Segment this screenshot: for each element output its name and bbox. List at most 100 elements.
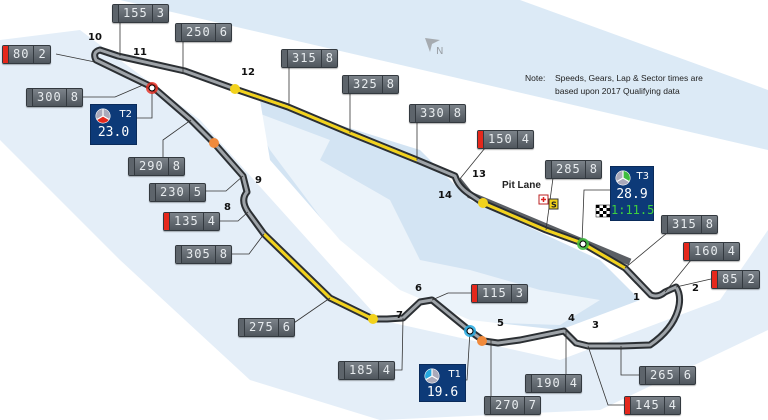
turn-number-14: 14 <box>438 190 452 201</box>
gear-value: 3 <box>151 5 168 22</box>
speed-value: 315 <box>672 217 697 231</box>
braking-indicator <box>478 131 484 148</box>
speed-indicator <box>339 362 345 379</box>
turn-number-8: 8 <box>224 202 231 213</box>
speed-value: 290 <box>139 159 164 173</box>
corner-markers <box>146 82 589 346</box>
sector-wheel-icon <box>424 368 440 384</box>
speed-indicator <box>485 397 491 414</box>
note-line-2: based upon 2017 Qualifying data <box>555 86 680 96</box>
leader-lines <box>55 22 712 406</box>
speed-indicator <box>662 216 668 233</box>
gear-value: 4 <box>377 362 394 379</box>
speed-indicator <box>526 375 532 392</box>
svg-text:S: S <box>551 201 557 210</box>
speed-value: 185 <box>349 363 374 377</box>
speed-value: 80 <box>13 47 30 61</box>
braking-indicator <box>472 285 478 302</box>
turn-number-4: 4 <box>568 313 575 324</box>
speed-indicator <box>282 50 288 67</box>
data-note: Note:Speeds, Gears, Lap & Sector times a… <box>525 72 703 98</box>
speed-indicator <box>113 5 119 22</box>
speed-value: 135 <box>174 214 199 228</box>
turn-number-10: 10 <box>88 32 102 43</box>
turn-number-1: 1 <box>633 292 640 303</box>
gear-value: 8 <box>320 50 337 67</box>
sector-box-t1: T1 19.6 <box>419 364 466 402</box>
gear-value: 5 <box>188 184 205 201</box>
gear-value: 8 <box>700 216 717 233</box>
sector-label: T1 <box>448 369 461 380</box>
speed-value: 270 <box>495 398 520 412</box>
finish-flag-icon <box>595 204 611 218</box>
gear-value: 8 <box>65 89 82 106</box>
speed-indicator <box>150 184 156 201</box>
sector-time: 19.6 <box>426 385 459 400</box>
note-label: Note: <box>525 73 546 83</box>
turn-number-11: 11 <box>133 47 147 58</box>
speed-value: 315 <box>292 51 317 65</box>
braking-indicator <box>625 397 631 414</box>
turn-number-5: 5 <box>497 318 504 329</box>
speed-value: 115 <box>482 286 507 300</box>
speed-value: 230 <box>160 185 185 199</box>
turn-number-12: 12 <box>241 67 255 78</box>
braking-indicator <box>164 213 170 230</box>
gear-value: 7 <box>523 397 540 414</box>
gear-value: 3 <box>510 285 527 302</box>
safety-car-icon <box>548 198 559 210</box>
sector-wheel-icon <box>615 170 631 186</box>
sector-wheel-icon <box>95 108 111 124</box>
turn-number-2: 2 <box>692 283 699 294</box>
speed-value: 275 <box>249 320 274 334</box>
turn-number-7: 7 <box>396 310 403 321</box>
pit-lane-label: Pit Lane <box>502 180 541 191</box>
speed-value: 300 <box>37 90 62 104</box>
north-label: N <box>436 46 444 57</box>
gear-value: 4 <box>516 131 533 148</box>
water-band-outer <box>0 30 768 420</box>
gear-value: 8 <box>584 161 601 178</box>
braking-indicator <box>3 46 9 63</box>
gear-value: 8 <box>448 105 465 122</box>
speed-value: 265 <box>650 368 675 382</box>
speed-value: 160 <box>694 244 719 258</box>
gear-value: 4 <box>202 213 219 230</box>
gear-value: 8 <box>167 158 184 175</box>
speed-value: 145 <box>635 398 660 412</box>
speed-value: 285 <box>556 162 581 176</box>
speed-indicator <box>27 89 33 106</box>
speed-value: 155 <box>123 6 148 20</box>
island-water <box>260 100 640 330</box>
water-band-north <box>120 0 768 150</box>
turn-number-3: 3 <box>592 320 599 331</box>
gear-value: 2 <box>33 46 49 63</box>
turn-number-13: 13 <box>472 169 486 180</box>
gear-value: 8 <box>381 76 398 93</box>
gear-value: 8 <box>214 246 231 263</box>
sector-time: 23.0 <box>97 125 130 140</box>
braking-indicator <box>712 271 718 288</box>
gear-value: 4 <box>564 375 581 392</box>
lap-time: 1:11.5 <box>611 203 655 217</box>
speed-indicator <box>546 161 552 178</box>
braking-indicator <box>684 243 690 260</box>
speed-value: 330 <box>420 106 445 120</box>
